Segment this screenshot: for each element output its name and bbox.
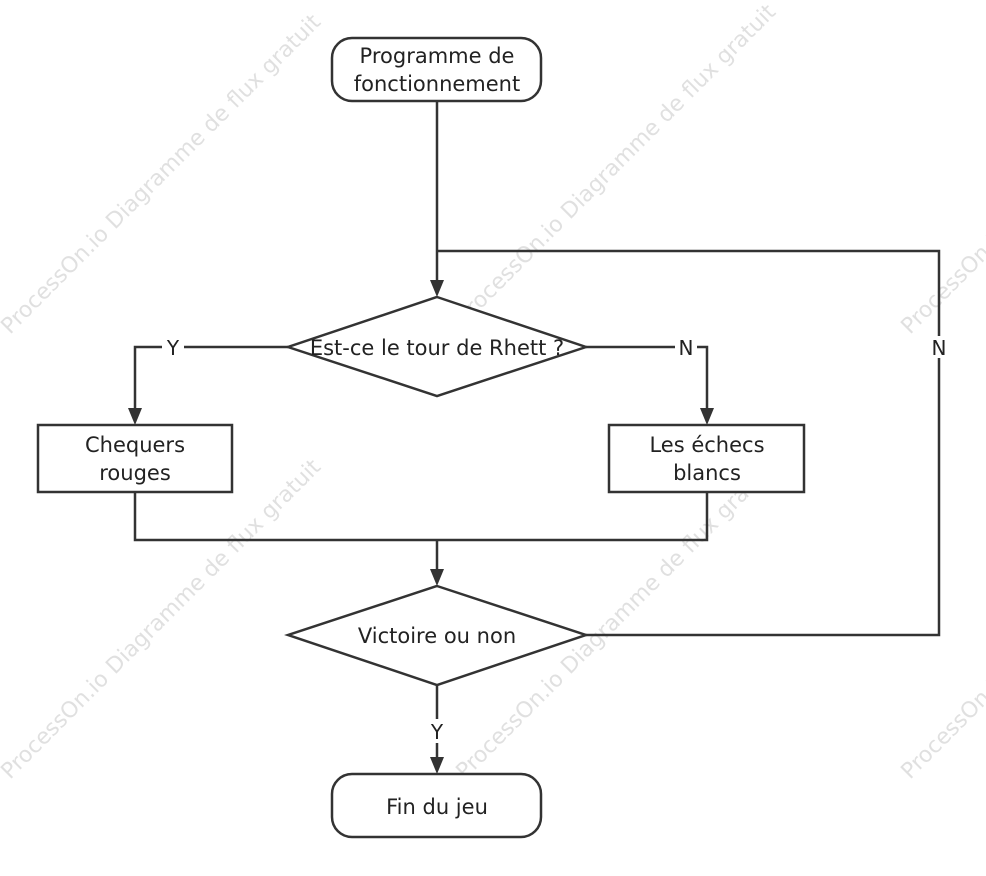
decision-win-label: Victoire ou non <box>358 624 516 648</box>
watermark-text: ProcessOn.io Diagramme de flux gratuit <box>0 455 326 785</box>
red-checkers-node: Chequers rouges <box>36 423 234 494</box>
red-checkers-line1: Chequers <box>85 433 185 457</box>
edge-label-win-no: N <box>932 336 947 360</box>
decision-turn-node: Est-ce le tour de Rhett ? <box>284 295 590 398</box>
watermark-text: ProcessOn.io Diagramme de flux gratuit <box>897 10 986 340</box>
edge-label-turn-yes: Y <box>166 336 180 360</box>
decision-turn-label: Est-ce le tour de Rhett ? <box>310 336 564 360</box>
arrowhead-icon <box>430 569 444 586</box>
arrowhead-icon <box>128 408 142 425</box>
end-node-label: Fin du jeu <box>386 795 488 819</box>
watermark-text: ProcessOn.io Diagramme de flux gratuit <box>0 10 326 340</box>
edge-labels: Y N N Y <box>162 336 950 744</box>
watermark-text: ProcessOn.io Diagramme de flux gratuit <box>897 455 986 785</box>
edge-red-to-merge <box>133 492 709 542</box>
edges-layer <box>128 101 941 774</box>
edge-turn-yes <box>133 345 288 412</box>
red-checkers-line2: rouges <box>99 461 171 485</box>
white-chess-node: Les échecs blancs <box>607 423 806 494</box>
edge-label-turn-no: N <box>679 336 694 360</box>
start-node-line1: Programme de <box>360 44 515 68</box>
end-node: Fin du jeu <box>330 772 543 839</box>
arrowhead-icon <box>430 757 444 774</box>
start-node: Programme de fonctionnement <box>330 36 543 103</box>
arrowhead-icon <box>430 280 444 297</box>
decision-win-node: Victoire ou non <box>284 584 590 687</box>
edge-label-win-yes: Y <box>430 720 444 744</box>
start-node-line2: fonctionnement <box>354 72 520 96</box>
white-chess-line2: blancs <box>673 461 741 485</box>
edge-turn-no <box>586 345 709 412</box>
edge-win-no-loop <box>437 249 941 637</box>
arrowhead-icon <box>700 408 714 425</box>
white-chess-line1: Les échecs <box>649 433 764 457</box>
